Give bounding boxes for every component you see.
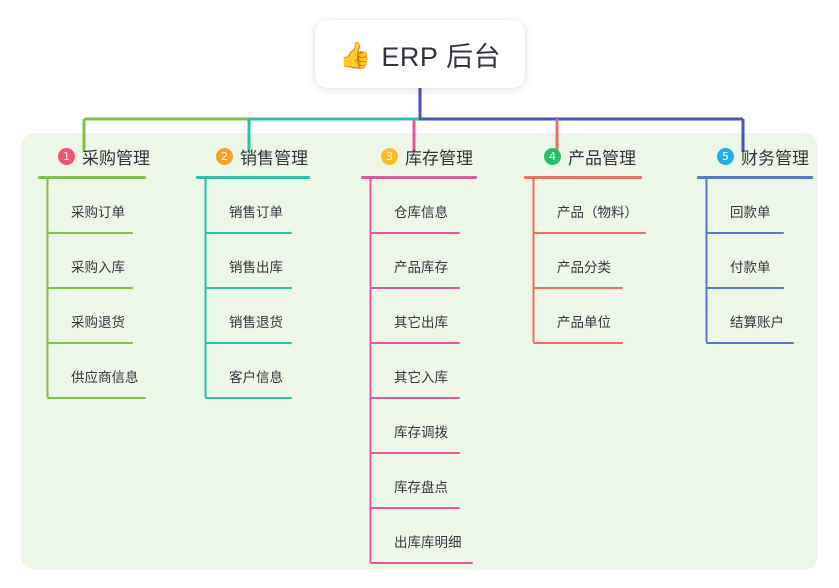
branch-item-underline xyxy=(370,507,460,509)
branch-item[interactable]: 付款单 xyxy=(697,234,813,289)
branch-item-label: 其它出库 xyxy=(394,315,448,330)
branch-item-underline xyxy=(205,287,292,289)
branch-item[interactable]: 库存调拨 xyxy=(361,399,477,454)
branch-index-badge: 5 xyxy=(717,147,734,165)
branch-column-1: 1 采购管理采购订单采购入库采购退货供应商信息 xyxy=(38,143,150,399)
branch-item-label: 采购入库 xyxy=(71,260,125,275)
branch-underline xyxy=(697,176,813,179)
branch-item[interactable]: 采购入库 xyxy=(38,234,150,289)
branch-column-2: 2 销售管理销售订单销售出库销售退货客户信息 xyxy=(196,143,310,399)
branch-item[interactable]: 销售订单 xyxy=(196,179,310,234)
branch-item-list: 销售订单销售出库销售退货客户信息 xyxy=(196,179,310,399)
branch-title: 销售管理 xyxy=(240,148,308,168)
branch-item-underline xyxy=(47,397,146,399)
branch-item[interactable]: 采购订单 xyxy=(38,179,150,234)
branches-panel xyxy=(21,133,818,570)
branch-item-underline xyxy=(706,287,784,289)
branch-underline xyxy=(38,176,146,179)
branch-item-label: 产品库存 xyxy=(394,260,448,275)
thumbs-up-emoji: 👍 xyxy=(339,40,372,70)
branch-item[interactable]: 采购退货 xyxy=(38,289,150,344)
branch-item-label: 其它入库 xyxy=(394,370,448,385)
branch-item-label: 采购退货 xyxy=(71,315,125,330)
branch-item-label: 供应商信息 xyxy=(71,370,139,385)
branch-index-badge: 1 xyxy=(58,147,75,165)
branch-item-label: 结算账户 xyxy=(730,315,784,330)
branch-index-badge: 4 xyxy=(544,147,561,165)
branch-item[interactable]: 产品库存 xyxy=(361,234,477,289)
branch-item-underline xyxy=(47,342,133,344)
branch-item-list: 回款单付款单结算账户 xyxy=(697,179,813,344)
branch-item-underline xyxy=(533,232,646,234)
branch-item-label: 库存调拨 xyxy=(394,425,448,440)
branch-item-underline xyxy=(370,342,460,344)
branch-item-list: 产品（物料） 产品分类产品单位 xyxy=(524,179,646,344)
branch-item[interactable]: 销售出库 xyxy=(196,234,310,289)
branch-header-5[interactable]: 5 财务管理 xyxy=(697,143,813,169)
root-node-content: 👍 ERP 后台 xyxy=(339,35,501,74)
branch-underline xyxy=(361,176,477,179)
branch-item-label: 仓库信息 xyxy=(394,205,448,220)
branch-column-3: 3 库存管理仓库信息产品库存其它出库其它入库库存调拨库存盘点出库库明细 xyxy=(361,143,477,564)
branch-item-label: 产品（物料） xyxy=(557,205,638,220)
branch-item-underline xyxy=(370,397,460,399)
branch-item[interactable]: 出库库明细 xyxy=(361,509,477,564)
branch-header-1[interactable]: 1 采购管理 xyxy=(38,143,150,169)
branch-item-underline xyxy=(205,342,292,344)
branch-item[interactable]: 产品单位 xyxy=(524,289,642,344)
branch-item[interactable]: 产品（物料） xyxy=(524,179,646,234)
branch-item-underline xyxy=(706,342,794,344)
branch-item[interactable]: 其它入库 xyxy=(361,344,477,399)
branch-header-3[interactable]: 3 库存管理 xyxy=(361,143,477,169)
branch-item[interactable]: 结算账户 xyxy=(697,289,813,344)
branch-item-underline xyxy=(533,342,623,344)
branch-item[interactable]: 库存盘点 xyxy=(361,454,477,509)
branch-item-label: 销售订单 xyxy=(229,205,283,220)
branch-item[interactable]: 其它出库 xyxy=(361,289,477,344)
branch-item-label: 客户信息 xyxy=(229,370,283,385)
branch-item-underline xyxy=(370,452,460,454)
branch-index-badge: 3 xyxy=(381,147,398,165)
branch-item-underline xyxy=(205,232,292,234)
branch-item-label: 回款单 xyxy=(730,205,771,220)
branch-title: 产品管理 xyxy=(568,148,636,168)
branch-title: 财务管理 xyxy=(741,148,809,168)
branch-column-5: 5 财务管理回款单付款单结算账户 xyxy=(697,143,813,344)
branch-header-4[interactable]: 4 产品管理 xyxy=(524,143,642,169)
branch-item-underline xyxy=(205,397,292,399)
branch-item[interactable]: 回款单 xyxy=(697,179,813,234)
branch-item[interactable]: 客户信息 xyxy=(196,344,310,399)
branch-item[interactable]: 销售退货 xyxy=(196,289,310,344)
branch-column-4: 4 产品管理产品（物料） 产品分类产品单位 xyxy=(524,143,646,344)
branch-title: 采购管理 xyxy=(82,148,150,168)
branch-item-underline xyxy=(706,232,784,234)
branch-item-underline xyxy=(47,232,133,234)
page-title: ERP 后台 xyxy=(381,41,501,72)
branch-index-badge: 2 xyxy=(216,147,233,165)
branch-item-list: 采购订单采购入库采购退货供应商信息 xyxy=(38,179,150,399)
branch-item-underline xyxy=(370,562,473,564)
branch-header-2[interactable]: 2 销售管理 xyxy=(196,143,310,169)
branch-item[interactable]: 仓库信息 xyxy=(361,179,477,234)
branch-item-underline xyxy=(533,287,623,289)
branch-item-label: 出库库明细 xyxy=(394,535,462,550)
branch-item[interactable]: 产品分类 xyxy=(524,234,642,289)
branch-item-label: 采购订单 xyxy=(71,205,125,220)
branch-item-underline xyxy=(370,287,460,289)
branch-item[interactable]: 供应商信息 xyxy=(38,344,150,399)
branch-item-label: 付款单 xyxy=(730,260,771,275)
branch-underline xyxy=(524,176,642,179)
branch-item-label: 销售退货 xyxy=(229,315,283,330)
branch-item-label: 库存盘点 xyxy=(394,480,448,495)
branch-title: 库存管理 xyxy=(405,148,473,168)
branch-underline xyxy=(196,176,310,179)
branch-item-list: 仓库信息产品库存其它出库其它入库库存调拨库存盘点出库库明细 xyxy=(361,179,477,564)
branch-item-label: 产品分类 xyxy=(557,260,611,275)
branch-item-label: 产品单位 xyxy=(557,315,611,330)
branch-item-underline xyxy=(47,287,133,289)
branch-item-label: 销售出库 xyxy=(229,260,283,275)
branch-item-underline xyxy=(370,232,460,234)
root-node[interactable]: 👍 ERP 后台 xyxy=(315,20,525,88)
